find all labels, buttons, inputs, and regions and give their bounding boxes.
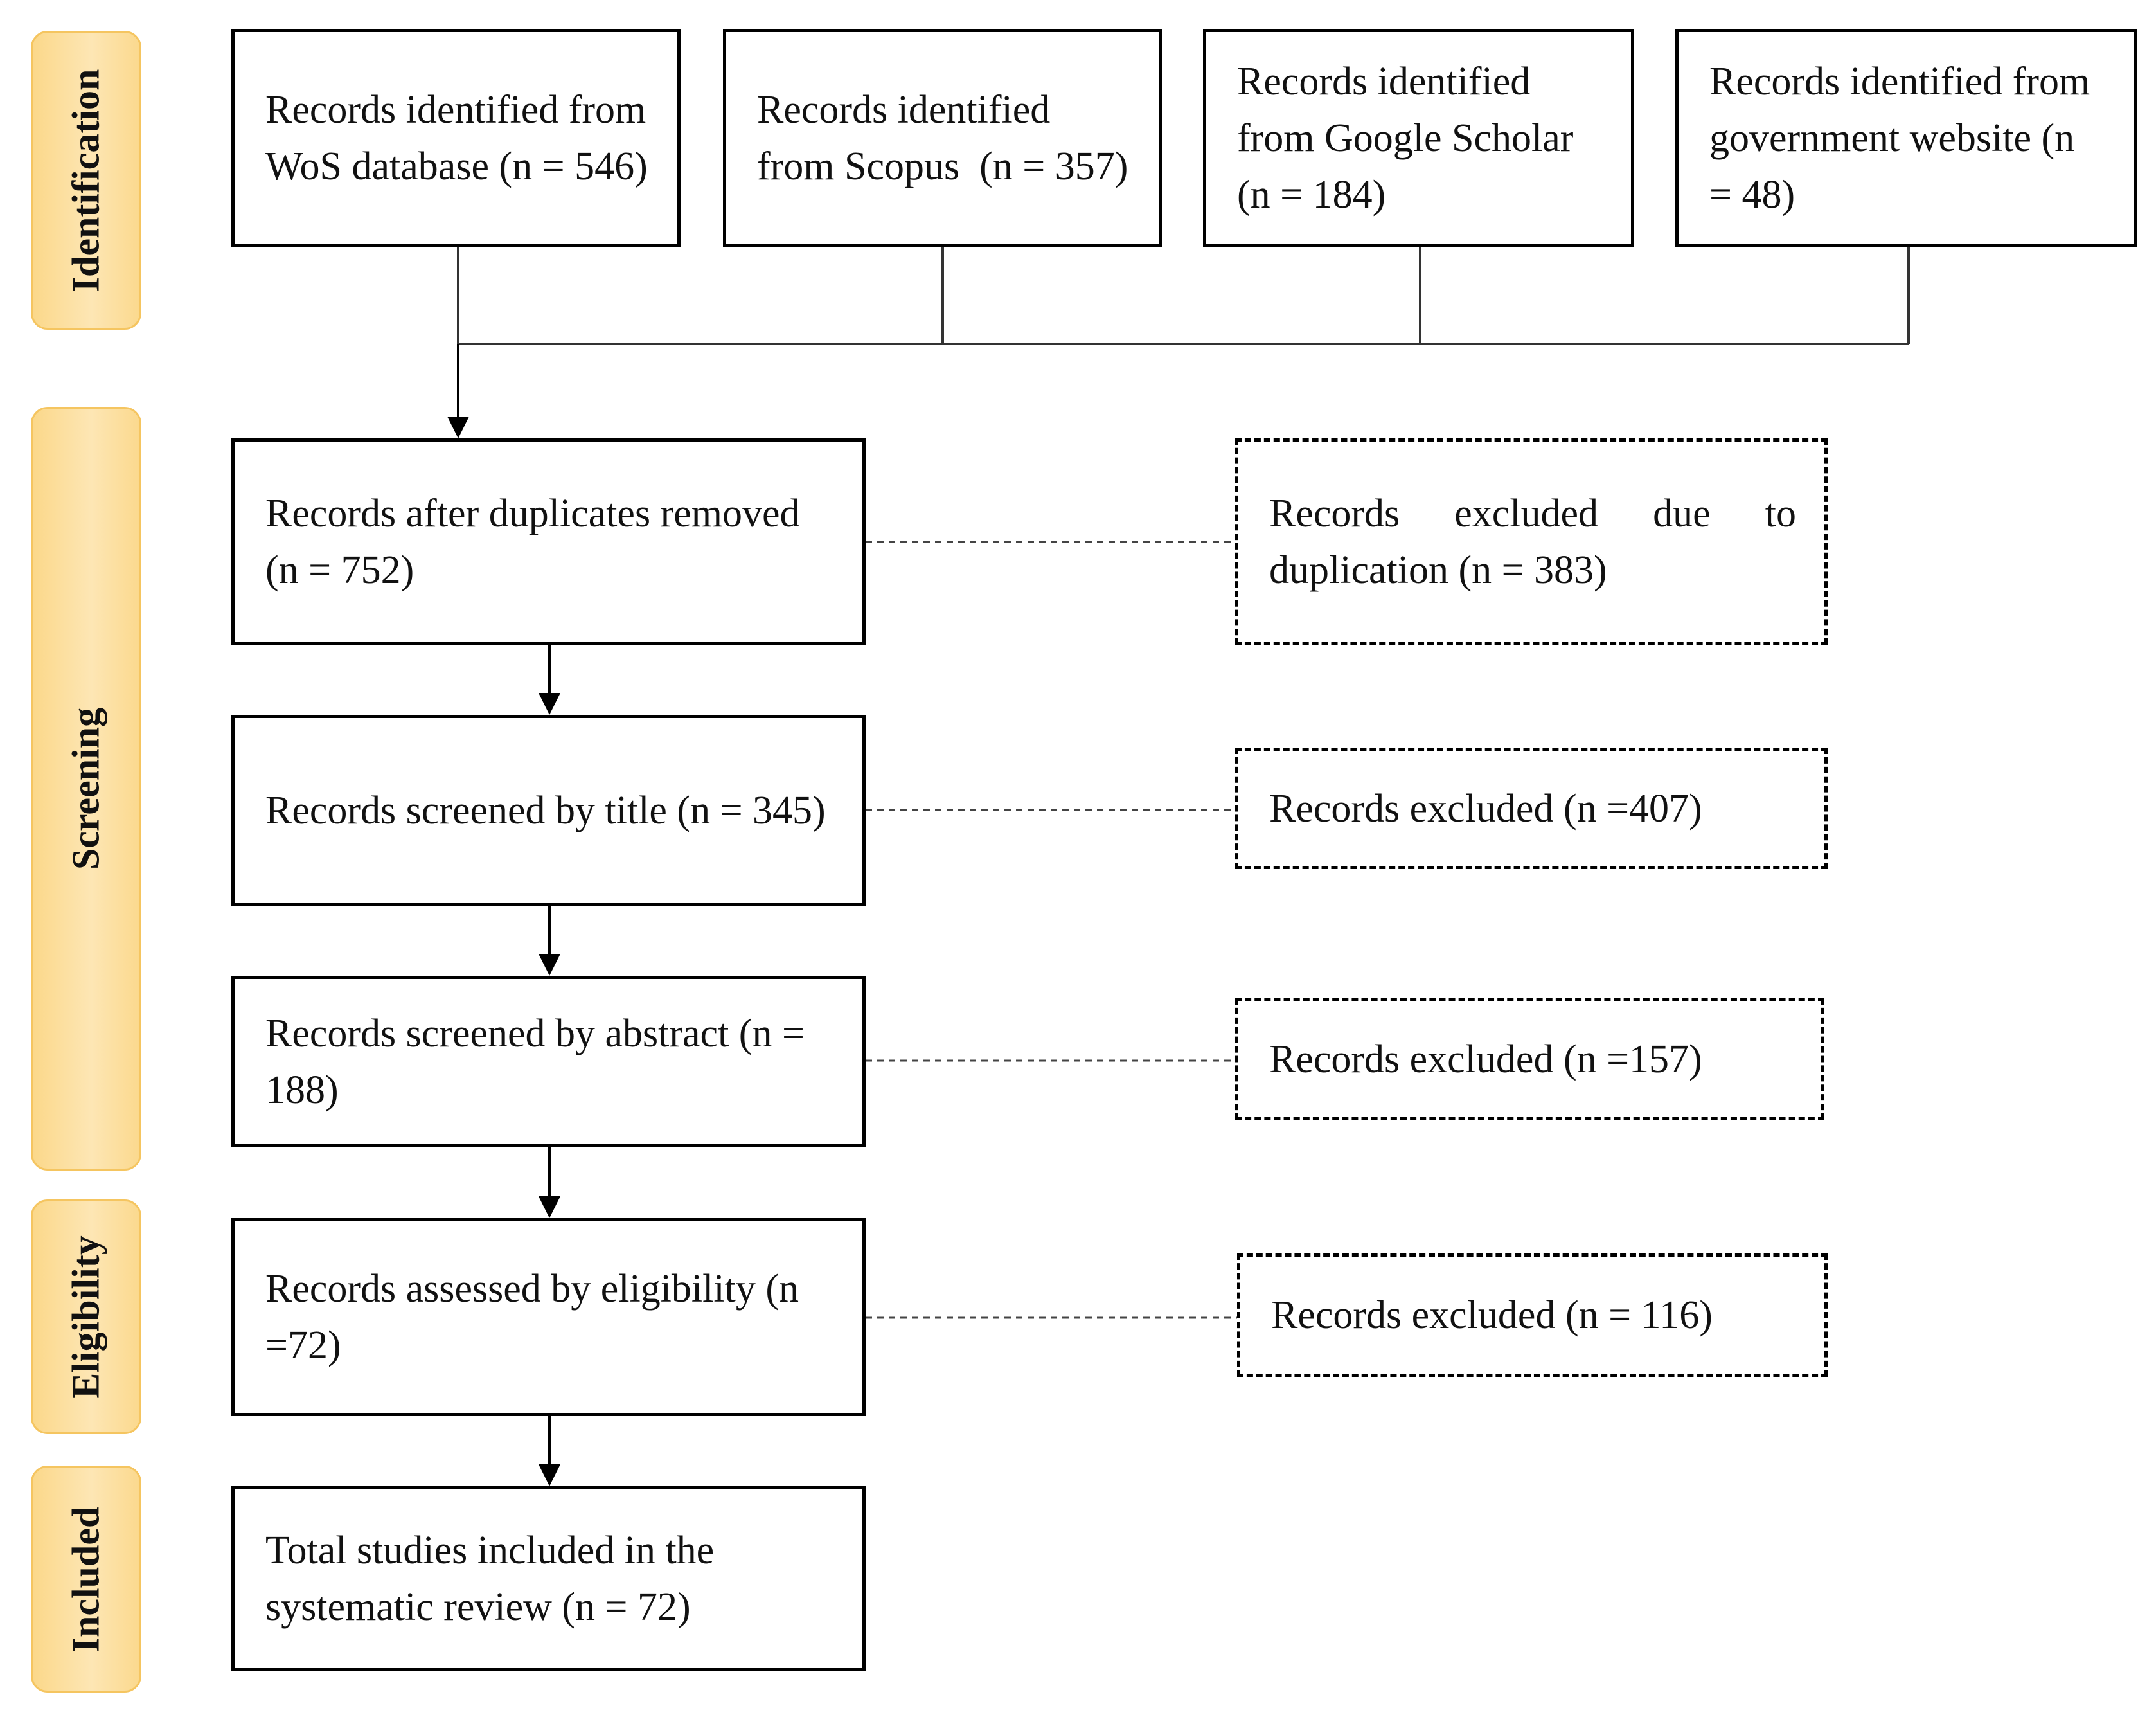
source-box-google-scholar: Records identified from Google Scholar (… — [1203, 29, 1634, 247]
phase-identification: Identification — [31, 31, 141, 330]
exclusion-duplication-text: Records excluded due to duplication (n =… — [1269, 491, 1796, 592]
exclusion-title-text: Records excluded (n =407) — [1269, 786, 1702, 831]
step-screened-title-text: Records screened by title (n = 345) — [265, 789, 826, 832]
arrowhead-title — [539, 693, 560, 715]
source-box-government-text: Records identified from government websi… — [1709, 60, 2090, 217]
exclusion-eligibility-text: Records excluded (n = 116) — [1271, 1293, 1713, 1337]
step-duplicates-removed-text: Records after duplicates removed (n = 75… — [265, 491, 800, 592]
arrowhead-eligibility — [539, 1196, 560, 1218]
step-box-screened-abstract: Records screened by abstract (n = 188) — [231, 976, 866, 1147]
source-box-wos: Records identified from WoS database (n … — [231, 29, 681, 247]
exclusion-box-eligibility: Records excluded (n = 116) — [1237, 1253, 1828, 1377]
source-box-wos-text: Records identified from WoS database (n … — [265, 88, 648, 188]
source-box-scopus: Records identified from Scopus (n = 357) — [723, 29, 1162, 247]
phase-identification-label: Identification — [64, 69, 107, 292]
step-box-duplicates-removed: Records after duplicates removed (n = 75… — [231, 438, 866, 645]
phase-included-label: Included — [64, 1506, 107, 1652]
phase-eligibility-label: Eligibility — [64, 1235, 107, 1399]
phase-screening: Screening — [31, 407, 141, 1171]
exclusion-box-title: Records excluded (n =407) — [1235, 748, 1828, 869]
step-box-included: Total studies included in the systematic… — [231, 1486, 866, 1671]
step-screened-abstract-text: Records screened by abstract (n = 188) — [265, 1011, 805, 1112]
step-eligibility-text: Records assessed by eligibility (n =72) — [265, 1267, 799, 1367]
exclusion-box-abstract: Records excluded (n =157) — [1235, 998, 1824, 1120]
phase-included: Included — [31, 1466, 141, 1693]
arrowhead-included — [539, 1464, 560, 1486]
phase-eligibility: Eligibility — [31, 1199, 141, 1434]
exclusion-box-duplication: Records excluded due to duplication (n =… — [1235, 438, 1828, 645]
source-box-google-scholar-text: Records identified from Google Scholar (… — [1237, 60, 1574, 217]
step-included-text: Total studies included in the systematic… — [265, 1529, 715, 1629]
arrowhead-duplicates — [447, 417, 469, 438]
exclusion-abstract-text: Records excluded (n =157) — [1269, 1037, 1702, 1081]
source-merge-lines — [457, 247, 1910, 345]
step-box-eligibility: Records assessed by eligibility (n =72) — [231, 1218, 866, 1416]
source-box-scopus-text: Records identified from Scopus (n = 357) — [757, 88, 1128, 188]
arrowhead-abstract — [539, 954, 560, 976]
step-box-screened-title: Records screened by title (n = 345) — [231, 715, 866, 906]
phase-screening-label: Screening — [64, 707, 107, 870]
source-box-government: Records identified from government websi… — [1675, 29, 2137, 247]
